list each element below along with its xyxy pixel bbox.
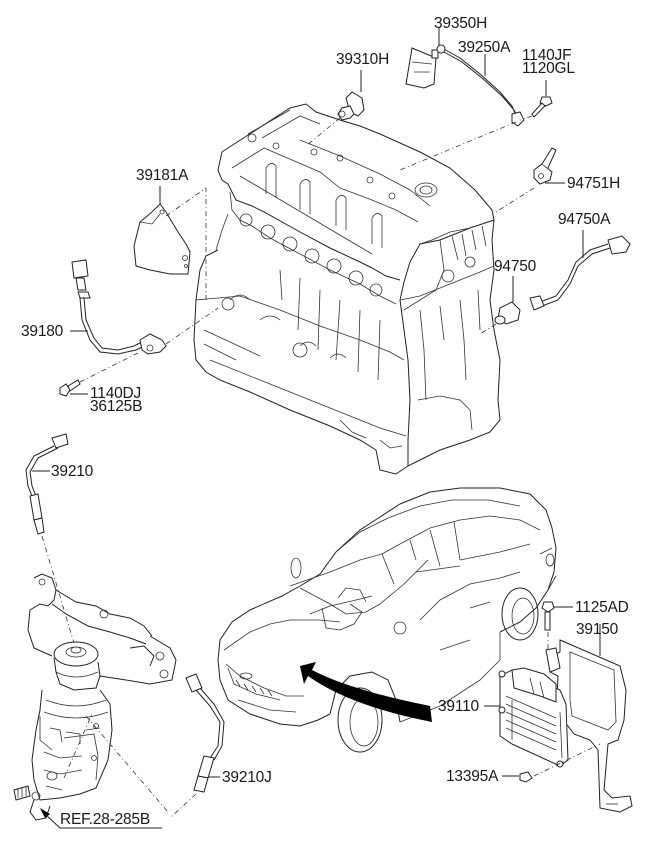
label-39150: 39150 bbox=[576, 621, 619, 638]
nut-13395A[interactable] bbox=[502, 771, 533, 783]
label-39181A: 39181A bbox=[136, 167, 189, 184]
label-39110: 39110 bbox=[438, 698, 479, 715]
bracket-39350H[interactable] bbox=[405, 28, 440, 89]
label-36125B: 36125B bbox=[90, 398, 143, 415]
label-1140DJ: 1140DJ bbox=[90, 385, 142, 402]
bracket-94751H[interactable] bbox=[533, 147, 565, 185]
label-94750: 94750 bbox=[494, 258, 537, 275]
harness-94750A[interactable] bbox=[529, 230, 631, 311]
exhaust-manifold-catalytic-converter[interactable] bbox=[13, 573, 177, 821]
label-39210J: 39210J bbox=[222, 769, 272, 786]
oil-pressure-switch-94750[interactable] bbox=[494, 276, 521, 325]
engine-control-module-39110[interactable] bbox=[484, 667, 569, 768]
label-39310H: 39310H bbox=[336, 51, 390, 68]
ecm-bracket-39150[interactable] bbox=[545, 624, 633, 813]
reference-arrow bbox=[40, 808, 162, 829]
bolt-1140JF[interactable] bbox=[531, 80, 553, 118]
bolt-1140DJ[interactable] bbox=[59, 379, 88, 397]
label-39350H: 39350H bbox=[434, 15, 488, 32]
reference-label[interactable]: REF.28-285B bbox=[60, 811, 150, 828]
camshaft-position-sensor-39310H[interactable] bbox=[337, 70, 365, 121]
oxygen-sensor-39210J[interactable] bbox=[185, 673, 225, 793]
label-1140JF: 1140JF bbox=[522, 47, 572, 64]
engine-block bbox=[193, 103, 501, 475]
sensor-wire-39250A[interactable] bbox=[436, 44, 525, 127]
crankshaft-position-sensor-39180[interactable] bbox=[70, 259, 167, 355]
oxygen-sensor-39210[interactable] bbox=[25, 433, 69, 535]
label-1120GL: 1120GL bbox=[522, 60, 575, 77]
location-arrow bbox=[300, 662, 432, 722]
label-94751H: 94751H bbox=[567, 175, 621, 192]
label-1125AD: 1125AD bbox=[575, 599, 629, 616]
sensor-cover-39181A[interactable] bbox=[133, 186, 191, 275]
bolt-1125AD[interactable] bbox=[541, 601, 573, 631]
label-39250A: 39250A bbox=[458, 39, 511, 56]
label-39180: 39180 bbox=[21, 323, 64, 340]
label-39210: 39210 bbox=[51, 463, 94, 480]
label-94750A: 94750A bbox=[558, 211, 611, 228]
label-13395A: 13395A bbox=[446, 768, 499, 785]
